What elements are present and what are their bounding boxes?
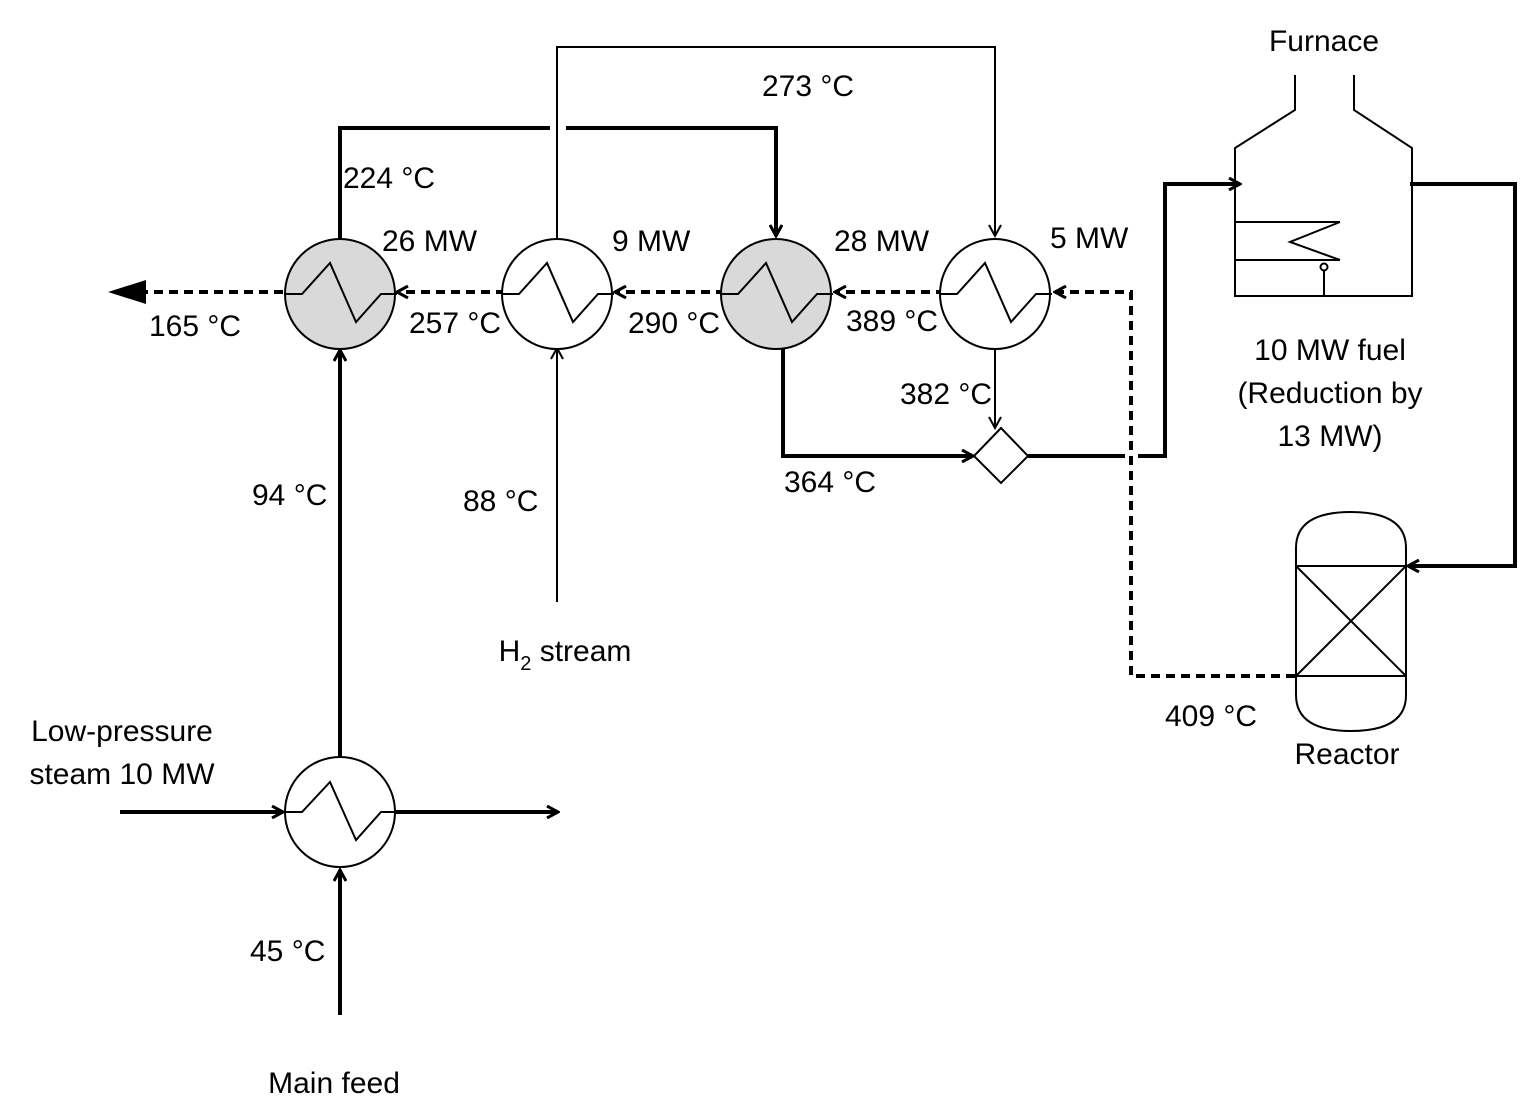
temp-273-label: 273 °C	[762, 70, 854, 103]
hx1-duty-label: 26 MW	[382, 225, 478, 258]
steam-preheater	[284, 756, 397, 868]
hx2-coil	[502, 261, 614, 324]
furnace-label: Furnace	[1269, 25, 1379, 58]
temp-364-label: 364 °C	[784, 466, 876, 499]
h2-label-rest: stream	[531, 635, 631, 668]
h2-label-sub: 2	[520, 653, 531, 675]
hx1-coil	[285, 261, 397, 324]
temp-382-label: 382 °C	[900, 378, 992, 411]
steam-label-line1: Low-pressure	[31, 715, 213, 748]
reactor-shell	[1295, 510, 1407, 733]
fuel-label-line1: 10 MW fuel	[1254, 334, 1406, 367]
heat-exchanger-4	[939, 238, 1052, 350]
h2-bypass-line	[556, 46, 995, 240]
fuel-label-line2: (Reduction by	[1237, 377, 1422, 410]
heat-exchanger-3	[720, 238, 833, 350]
cold-stream-top-line-b	[566, 126, 776, 236]
hx3-duty-label: 28 MW	[834, 225, 930, 258]
heat-exchanger-2	[501, 238, 614, 350]
burner-icon	[1319, 262, 1329, 272]
steam-label-line2: steam 10 MW	[29, 758, 215, 791]
fuel-label-line3: 13 MW)	[1278, 420, 1383, 453]
hx4-coil	[940, 261, 1052, 324]
reactor-vessel	[1295, 510, 1407, 733]
temp-257-label: 257 °C	[409, 307, 501, 340]
main-feed-label: Main feed	[268, 1067, 400, 1100]
preheater-coil	[285, 780, 397, 842]
outlet-arrowhead	[108, 280, 146, 304]
hx3-coil	[721, 261, 833, 324]
reactor-effluent-line	[1055, 292, 1295, 678]
mixer-diamond	[972, 426, 1030, 485]
h2-label-main: H	[499, 635, 521, 668]
furnace-unit	[1234, 75, 1413, 297]
hx4-duty-label: 5 MW	[1050, 222, 1129, 255]
reactor-label: Reactor	[1294, 738, 1399, 771]
mixer-to-furnace-line-b	[1138, 184, 1240, 458]
cold-stream-top-line-a	[338, 126, 550, 240]
heat-exchanger-1	[284, 238, 397, 350]
furnace-to-reactor-line	[1408, 182, 1517, 566]
temp-88-label: 88 °C	[463, 485, 538, 518]
temp-45-label: 45 °C	[250, 935, 325, 968]
temp-224-label: 224 °C	[343, 162, 435, 195]
temp-94-label: 94 °C	[252, 479, 327, 512]
reactor-bed	[1295, 565, 1407, 677]
temp-165-label: 165 °C	[149, 310, 241, 343]
h2-stream-label: H2 stream	[499, 635, 632, 675]
hx3-outlet-line	[781, 345, 973, 456]
furnace-flame	[1287, 221, 1341, 261]
temp-290-label: 290 °C	[628, 307, 720, 340]
reactor-bed-cross-b	[1295, 565, 1407, 677]
hx2-duty-label: 9 MW	[612, 225, 691, 258]
temp-409-label: 409 °C	[1165, 700, 1257, 733]
temp-389-label: 389 °C	[846, 305, 938, 338]
